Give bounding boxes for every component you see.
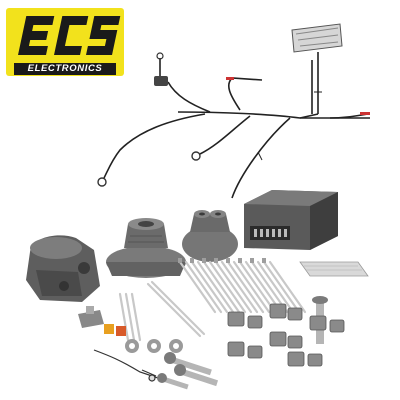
cable-ties — [118, 260, 307, 342]
wiring-harness — [103, 52, 370, 199]
cable-tie-heads — [178, 258, 266, 263]
harness-connector-top — [291, 23, 343, 53]
electronics-module — [244, 190, 338, 250]
harness-connector-small — [154, 52, 168, 86]
wire-connectors — [93, 349, 159, 382]
logo-tagline: ELECTRONICS — [14, 63, 116, 75]
rubber-grommets — [106, 210, 238, 278]
nuts-washers — [125, 339, 183, 353]
wire-clips — [227, 303, 345, 367]
ecs-logo-icon — [18, 16, 121, 55]
wire-tips — [226, 77, 370, 115]
wire-sleeves — [257, 91, 322, 161]
fuse-holder — [78, 306, 104, 328]
fuses-icon — [104, 324, 126, 336]
ring-terminal-icon — [97, 151, 201, 187]
socket-housing — [26, 235, 100, 302]
brand-logo: ELECTRONICS — [6, 8, 124, 76]
adhesive-pad — [299, 261, 369, 277]
